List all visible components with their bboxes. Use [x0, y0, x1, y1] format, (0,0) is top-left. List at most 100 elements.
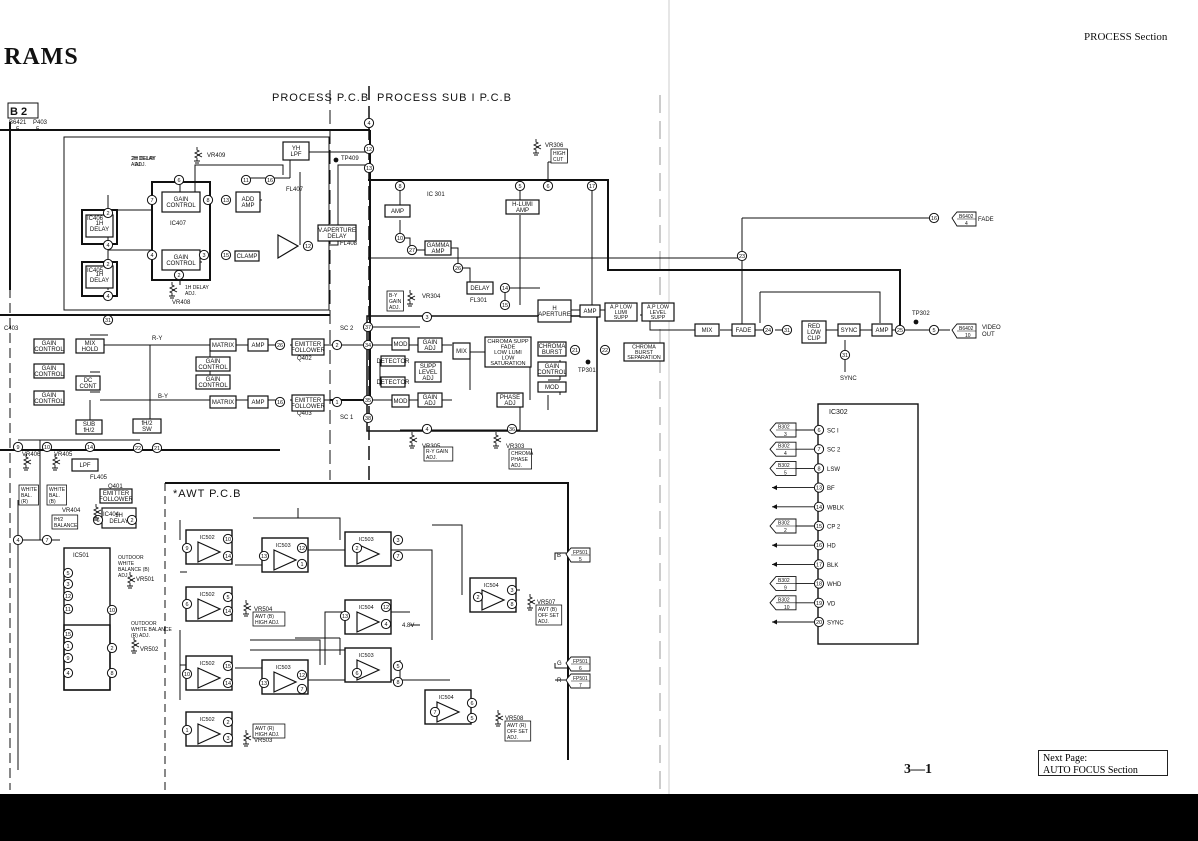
- annotation-line: ADJ.: [426, 455, 437, 461]
- pin-number: 11: [243, 178, 249, 184]
- pin-marker: 4: [62, 667, 74, 679]
- conn-b6421: B6421: [9, 120, 27, 126]
- delay-fl301-text: DELAY: [470, 286, 489, 292]
- pin-marker: 14: [222, 677, 234, 689]
- variable-resistor-icon: [130, 637, 140, 654]
- pin-marker: 25: [894, 324, 906, 336]
- yh-lpf-text: LPF: [290, 152, 301, 158]
- gain-control-b-text: CONTROL: [166, 261, 196, 267]
- ic302-conn-name: B302: [778, 463, 790, 469]
- pin-number: 3: [226, 736, 229, 742]
- pin-number: 25: [897, 328, 903, 334]
- next-page-box[interactable]: Next Page: AUTO FOCUS Section: [1038, 750, 1168, 776]
- gain-control-g-text: CONTROL: [198, 383, 228, 389]
- pin-number: 8: [398, 184, 401, 190]
- pin-number: 1: [185, 728, 188, 734]
- pin-marker: 7: [429, 706, 441, 718]
- v-aperture-delay-text: DELAY: [327, 234, 346, 240]
- gain-control-c-text: GAIN: [42, 341, 57, 347]
- pin-number: 13: [366, 166, 372, 172]
- pin-marker: 6: [542, 180, 554, 192]
- pin-number: 8: [510, 602, 513, 608]
- pin-number: 15: [223, 253, 229, 259]
- pin-number: 13: [261, 681, 267, 687]
- pin-number: 31: [105, 318, 111, 324]
- ic302-signal: BLK: [827, 563, 838, 569]
- g-output-label: G: [557, 661, 562, 667]
- ic302-signal: VD: [827, 601, 836, 607]
- annotation-line: WHITE: [118, 561, 135, 567]
- pin-number: 15: [65, 632, 71, 638]
- chroma-area: [366, 315, 598, 432]
- pin-marker: 1: [181, 724, 193, 736]
- annotation-line: CUT: [553, 157, 563, 163]
- annotation-line: AWT (R): [507, 723, 526, 729]
- pin-number: 10: [44, 445, 50, 451]
- pin-marker: 2: [102, 258, 114, 270]
- pin-number: 6: [177, 178, 180, 184]
- ic404-1h-delay-text: DELAY: [109, 519, 128, 525]
- pin-number: 2: [177, 273, 180, 279]
- fade-out-label: FADE: [978, 217, 994, 223]
- pin-number: 26: [455, 266, 461, 272]
- vr409-ref: VR409: [207, 153, 226, 159]
- pin-number: 16: [267, 178, 273, 184]
- q403-label: Q403: [297, 411, 312, 417]
- pin-number: 8: [206, 198, 209, 204]
- q401-label: Q401: [108, 484, 123, 490]
- pin-marker: 36: [506, 423, 518, 435]
- test-point: [585, 359, 591, 365]
- pin-number: 38: [365, 416, 371, 422]
- red-low-clip-text: RED: [808, 324, 821, 330]
- red-low-clip-text: CLIP: [807, 336, 820, 342]
- pin-marker: 27: [406, 244, 418, 256]
- pin-number: 22: [135, 446, 141, 452]
- pin-marker: 16: [274, 396, 286, 408]
- ic503-d: IC503: [344, 647, 392, 683]
- ic502-d: IC502: [185, 711, 233, 747]
- emitter-follower-2-text: FOLLOWER: [291, 404, 325, 410]
- amp-1-text: AMP: [251, 343, 264, 349]
- ic302-pin-number: 20: [816, 620, 822, 626]
- phase-adj-text: PHASE: [500, 395, 520, 401]
- fade-text: FADE: [736, 328, 752, 334]
- lpf-text: LPF: [79, 463, 90, 469]
- vr306-ref: VR306: [545, 143, 564, 149]
- detector-2-text: DETECTOR: [377, 380, 411, 386]
- pin-number: 4: [150, 253, 153, 259]
- pin-number: 12: [299, 546, 305, 552]
- amp-ic301-3-text: AMP: [875, 328, 888, 334]
- ic302-pin-number: 8: [817, 466, 820, 472]
- pin-marker: 31: [781, 324, 793, 336]
- pin-marker: 12: [363, 143, 375, 155]
- ic302-pin-number: 13: [816, 486, 822, 492]
- annotation-line: GAIN: [389, 299, 402, 305]
- ic502-c: IC502: [185, 655, 233, 691]
- ic302-pin-number: 15: [816, 524, 822, 530]
- variable-resistor-icon: [22, 454, 32, 471]
- pin-marker: 3: [392, 534, 404, 546]
- red-low-clip-text: LOW: [807, 330, 821, 336]
- pin-marker: 12: [302, 240, 314, 252]
- pin-number: 4: [425, 427, 428, 433]
- gain-control-f-text: CONTROL: [198, 365, 228, 371]
- pin-marker: 35: [362, 394, 374, 406]
- supp-level-adj-text: SUPP: [420, 364, 436, 370]
- pin-marker: 31: [102, 314, 114, 326]
- pin-marker: 12: [296, 669, 308, 681]
- delay-1h-b-text: DELAY: [90, 278, 109, 284]
- mix-luma-text: MIX: [702, 328, 713, 334]
